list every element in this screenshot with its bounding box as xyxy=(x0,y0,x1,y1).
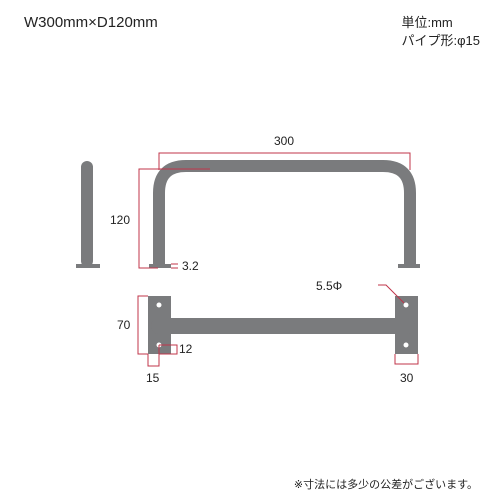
unit-label: 単位:mm xyxy=(401,15,453,30)
offset-left-dimension-line xyxy=(147,345,160,367)
offset-small-label: 12 xyxy=(179,342,193,356)
front-view-pipe xyxy=(153,160,416,266)
offset-small-dimension-line xyxy=(159,344,178,355)
plate-width-dimension-line xyxy=(394,354,419,365)
side-view xyxy=(76,161,100,268)
front-view: 300 120 3.2 xyxy=(110,134,420,273)
tolerance-footnote: ※寸法には多少の公差がございます。 xyxy=(293,479,478,491)
hole-dimension-label: 5.5Φ xyxy=(316,279,342,293)
width-dimension-label: 300 xyxy=(274,134,294,148)
unit-notes: 単位:mm パイプ形:φ15 xyxy=(401,14,480,50)
top-view-pipe xyxy=(151,318,415,334)
width-dimension-line xyxy=(158,152,411,170)
top-view: 5.5Φ 70 12 15 30 xyxy=(117,279,419,385)
thickness-dimension-label: 3.2 xyxy=(182,259,199,273)
pipe-diameter-label: パイプ形:φ15 xyxy=(401,33,480,48)
mounting-hole-icon xyxy=(403,302,409,308)
plate-width-label: 30 xyxy=(400,371,414,385)
side-view-pipe xyxy=(81,161,93,267)
hole-leader-line xyxy=(378,284,405,304)
mounting-hole-icon xyxy=(403,342,409,348)
plate-height-dimension-line xyxy=(137,295,148,355)
height-dimension-line xyxy=(138,168,210,269)
front-view-right-plate xyxy=(398,264,420,268)
mounting-hole-icon xyxy=(156,302,162,308)
side-view-base-plate xyxy=(76,264,100,268)
plate-height-label: 70 xyxy=(117,318,131,332)
offset-left-label: 15 xyxy=(146,371,160,385)
product-size-title: W300mm×D120mm xyxy=(24,14,158,31)
height-dimension-label: 120 xyxy=(110,213,130,227)
front-view-left-plate xyxy=(149,264,171,268)
